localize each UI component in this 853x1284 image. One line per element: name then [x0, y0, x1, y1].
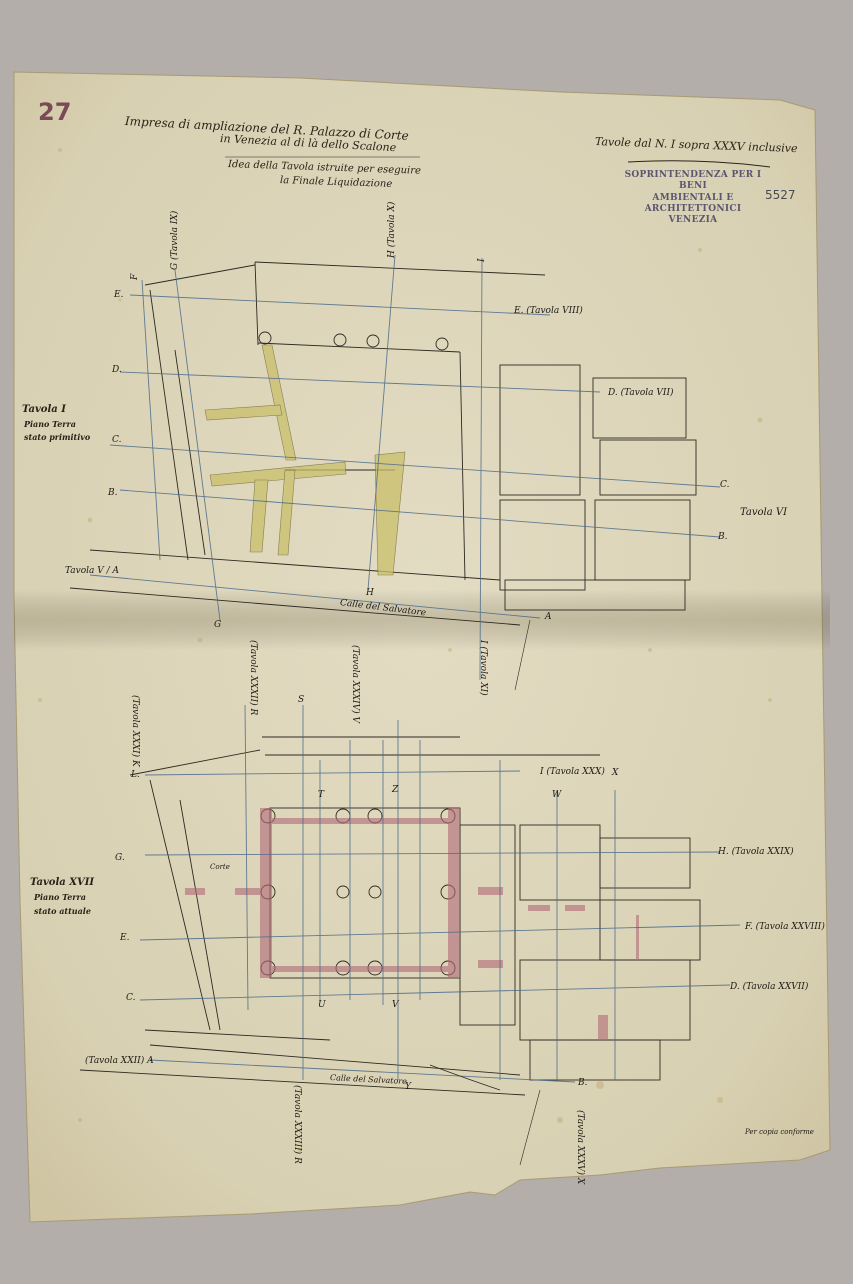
upper-label-h-bottom: H [366, 588, 374, 598]
lower-label-f-right: F. (Tavola XXVIII) [745, 922, 825, 932]
upper-caption-2: Piano Terra [24, 419, 76, 429]
signature: Per copia conforme [745, 1128, 814, 1136]
upper-label-d-right: D. (Tavola VII) [608, 388, 674, 398]
upper-label-e-left: E. [114, 290, 124, 300]
lower-caption-2: Piano Terra [34, 892, 86, 902]
upper-label-a-left: Tavola V / A [65, 566, 120, 576]
upper-label-a-right: A [545, 612, 552, 622]
lower-label-a-left: (Tavola XXII) A [85, 1056, 154, 1066]
lower-caption-3: stato attuale [34, 906, 91, 916]
lower-label-x-top: X [612, 768, 619, 778]
inventory-number: 5527 [765, 188, 796, 202]
lower-label-r-top: (Tavola XXXII) R [248, 640, 258, 716]
upper-label-i-bottom: I (Tavola XI) [478, 640, 488, 696]
lower-label-r-bottom: (Tavola XXXIII) R [292, 1085, 302, 1164]
upper-label-e-right: E. (Tavola VIII) [514, 306, 583, 316]
sheet-number: 27 [38, 98, 72, 126]
lower-label-y-bottom: Y [405, 1082, 411, 1092]
upper-label-c-right: C. [720, 480, 730, 490]
upper-label-g-top: G (Tavola IX) [170, 210, 180, 270]
lower-label-w-top: W [552, 790, 562, 800]
upper-label-h-top: H (Tavola X) [387, 201, 397, 258]
upper-label-b-right: B. [718, 532, 728, 542]
upper-label-c-left: C. [112, 435, 122, 445]
stamp-line-3: VENEZIA [668, 215, 718, 225]
upper-label-g-bottom: G [214, 620, 222, 630]
lower-label-t-mid: T [318, 790, 325, 800]
lower-label-u-bottom: U [318, 1000, 326, 1010]
upper-label-brace-right: Tavola VI [740, 507, 788, 518]
lower-plan-red-walls [185, 808, 639, 1040]
lower-label-g-left: G. [115, 853, 125, 863]
upper-caption-1: Tavola I [22, 404, 66, 415]
upper-label-d-left: D. [112, 365, 122, 375]
archive-stamp: SOPRINTENDENZA PER I BENI AMBIENTALI E A… [618, 170, 768, 226]
upper-label-i-top: I [477, 258, 487, 262]
upper-caption-3: stato primitivo [24, 432, 91, 442]
lower-label-x-bottom: (Tavola XXXV) X [575, 1110, 585, 1185]
stamp-line-2: AMBIENTALI E ARCHITETTONICI [644, 192, 742, 214]
upper-label-f-top: F [130, 273, 140, 280]
lower-plan-grid-lines [139, 704, 741, 1083]
court-label: Corte [210, 863, 230, 871]
lower-label-b-right: B. [578, 1078, 588, 1088]
stamp-line-1: SOPRINTENDENZA PER I BENI [624, 170, 762, 192]
upper-plan-yellow-walls [204, 344, 406, 576]
upper-label-b-left: B. [108, 488, 118, 498]
lower-label-l-left: L. [131, 770, 140, 780]
lower-plan [79, 736, 701, 1096]
lower-label-v-bottom: V [392, 1000, 399, 1010]
lower-caption-1: Tavola XVII [30, 877, 95, 888]
lower-label-e-left: E. [120, 933, 130, 943]
lower-label-z-mid: Z [392, 785, 399, 795]
upper-plan [69, 261, 697, 626]
lower-label-c-left: C. [126, 993, 136, 1003]
lower-label-k-top: (Tavola XXXI) K [130, 695, 140, 767]
lower-label-i-right: I (Tavola XXX) [540, 767, 605, 777]
lower-label-v-top: (Tavola XXXIV) V [350, 645, 360, 723]
lower-label-d-right: D. (Tavola XXVII) [730, 982, 809, 992]
upper-plan-grid-lines [89, 254, 721, 681]
lower-label-s-top: S [298, 695, 305, 705]
lower-label-h-right: H. (Tavola XXIX) [718, 847, 794, 857]
